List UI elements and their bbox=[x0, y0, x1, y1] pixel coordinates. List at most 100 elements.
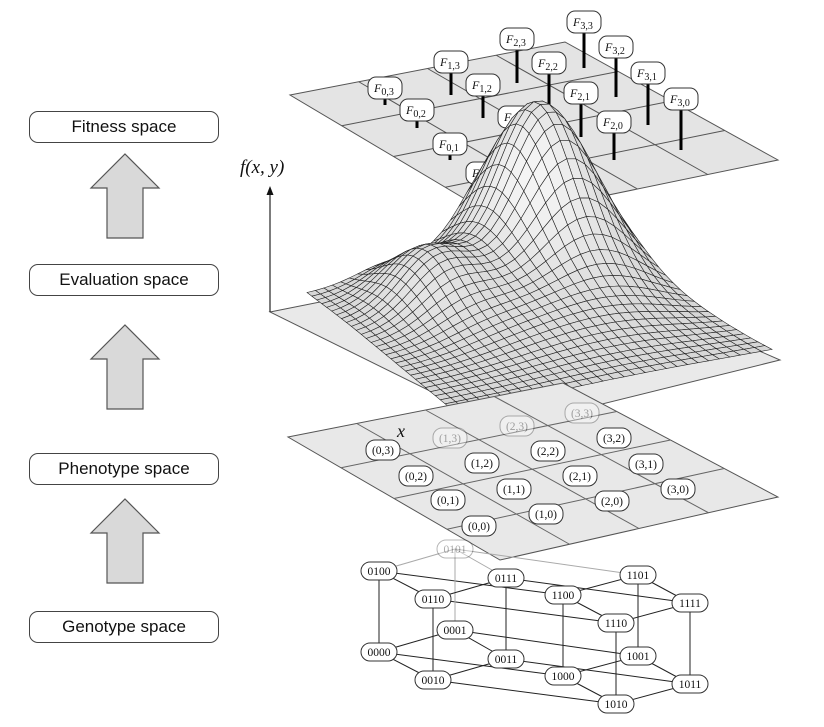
genotype-space-text: Genotype space bbox=[62, 617, 186, 636]
fitness-node bbox=[630, 61, 666, 85]
evaluation-space-text: Evaluation space bbox=[59, 270, 189, 289]
phenotype-node-label: (0,3) bbox=[372, 445, 394, 457]
phenotype-node: (0,2) bbox=[398, 465, 434, 487]
genotype-node-label: 0000 bbox=[368, 647, 391, 659]
phenotype-plane bbox=[286, 382, 780, 561]
genotype-edge bbox=[378, 651, 564, 677]
phenotype-node-label: (2,3) bbox=[506, 421, 528, 433]
fitness-node-label: F1,3 bbox=[439, 55, 460, 72]
genotype-node: 1001 bbox=[619, 646, 657, 666]
phenotype-node: (3,1) bbox=[628, 453, 664, 475]
phenotype-node-label: (1,0) bbox=[535, 509, 557, 521]
up-arrow-icon bbox=[89, 153, 161, 239]
genotype-node: 1101 bbox=[619, 565, 657, 585]
fitness-node-label: F0,2 bbox=[405, 103, 426, 120]
f-axis-label: f(x, y) bbox=[240, 157, 284, 178]
genotype-node: 1011 bbox=[671, 674, 709, 694]
up-arrow-icon bbox=[89, 498, 161, 584]
up-arrow-icon bbox=[89, 324, 161, 410]
x-axis-label: x bbox=[396, 421, 405, 441]
phenotype-node: (0,0) bbox=[461, 515, 497, 537]
phenotype-node-label: (0,1) bbox=[437, 495, 459, 507]
fitness-node-label: F2,3 bbox=[505, 32, 526, 49]
fitness-node bbox=[433, 50, 469, 74]
genotype-node: 1110 bbox=[597, 613, 635, 633]
genotype-node-label: 1000 bbox=[552, 671, 575, 683]
genotype-node-label: 0100 bbox=[368, 566, 391, 578]
phenotype-node-label: (2,0) bbox=[601, 496, 623, 508]
phenotype-node: (2,0) bbox=[594, 490, 630, 512]
fitness-node-label: F3,3 bbox=[572, 15, 593, 32]
fitness-node bbox=[399, 98, 435, 122]
fitness-node-label: F2,1 bbox=[569, 86, 590, 103]
fitness-node bbox=[465, 73, 501, 97]
phenotype-node: (2,2) bbox=[530, 440, 566, 462]
phenotype-nodes: (0,3) (1,3) (2,3) (3,3) (0,2) (1,2) (2,2) (3,2)… bbox=[365, 402, 696, 537]
genotype-edge bbox=[505, 658, 691, 685]
genotype-node-label: 0010 bbox=[422, 675, 445, 687]
genotype-node: 0010 bbox=[414, 670, 452, 690]
genotype-node-label: 1001 bbox=[627, 651, 650, 663]
fitness-node-label: F1,2 bbox=[471, 78, 492, 95]
genotype-edge bbox=[454, 629, 639, 657]
phenotype-node: (3,2) bbox=[596, 427, 632, 449]
genotype-edge bbox=[505, 577, 691, 604]
genotype-edge bbox=[454, 548, 639, 576]
genotype-node-label: 0111 bbox=[495, 573, 517, 585]
genotype-node: 0001 bbox=[436, 620, 474, 640]
fitness-node-label: F3,2 bbox=[604, 40, 625, 57]
phenotype-node-label: (3,0) bbox=[667, 484, 689, 496]
phenotype-node-label: (2,2) bbox=[537, 446, 559, 458]
phenotype-node-label: (0,0) bbox=[468, 521, 490, 533]
fitness-node bbox=[566, 10, 602, 34]
genotype-node: 0101 bbox=[436, 539, 474, 559]
fitness-node-label: F3,0 bbox=[669, 92, 690, 109]
fitness-node bbox=[499, 27, 535, 51]
genotype-space-label: Genotype space bbox=[29, 611, 219, 643]
phenotype-node-label: (1,1) bbox=[503, 484, 525, 496]
phenotype-node: (2,3) bbox=[499, 415, 535, 437]
fitness-node bbox=[432, 132, 468, 156]
phenotype-space-label: Phenotype space bbox=[29, 453, 219, 485]
genotype-node: 0000 bbox=[360, 642, 398, 662]
genotype-node-label: 0110 bbox=[422, 594, 445, 606]
genotype-node-label: 1110 bbox=[605, 618, 627, 630]
fitness-node bbox=[663, 87, 699, 111]
phenotype-node-label: (3,1) bbox=[635, 459, 657, 471]
genotype-node: 1000 bbox=[544, 666, 582, 686]
genotype-edge bbox=[378, 570, 564, 596]
phenotype-node-label: (2,1) bbox=[569, 471, 591, 483]
fitness-surface bbox=[306, 100, 773, 413]
phenotype-node: (0,3) bbox=[365, 439, 401, 461]
phenotype-node-label: (3,2) bbox=[603, 433, 625, 445]
genotype-node-label: 1101 bbox=[627, 570, 650, 582]
genotype-node: 0011 bbox=[487, 649, 525, 669]
genotype-node: 0111 bbox=[487, 568, 525, 588]
phenotype-node: (1,3) bbox=[432, 427, 468, 449]
fitness-node-label: F2,0 bbox=[602, 115, 623, 132]
fitness-space-text: Fitness space bbox=[71, 117, 177, 136]
genotype-node-label: 0011 bbox=[495, 654, 518, 666]
phenotype-node-label: (1,3) bbox=[439, 433, 461, 445]
phenotype-node: (3,0) bbox=[660, 478, 696, 500]
genotype-node: 0110 bbox=[414, 589, 452, 609]
genotype-node-label: 0001 bbox=[444, 625, 467, 637]
fitness-node bbox=[563, 81, 599, 105]
genotype-node: 1111 bbox=[671, 593, 709, 613]
phenotype-node: (1,2) bbox=[464, 452, 500, 474]
fitness-node bbox=[596, 110, 632, 134]
genotype-node: 1010 bbox=[597, 694, 635, 714]
fitness-node-label: F2,2 bbox=[537, 56, 558, 73]
genotype-edge bbox=[432, 679, 617, 705]
phenotype-node: (1,1) bbox=[496, 478, 532, 500]
genotype-node-label: 0101 bbox=[444, 544, 467, 556]
phenotype-node-label: (3,3) bbox=[571, 408, 593, 420]
genotype-node-label: 1111 bbox=[679, 598, 701, 610]
phenotype-node: (0,1) bbox=[430, 489, 466, 511]
fitness-node-label: F0,3 bbox=[373, 81, 394, 98]
evaluation-space-label: Evaluation space bbox=[29, 264, 219, 296]
phenotype-node-label: (0,2) bbox=[405, 471, 427, 483]
fitness-node-label: F0,1 bbox=[438, 137, 459, 154]
